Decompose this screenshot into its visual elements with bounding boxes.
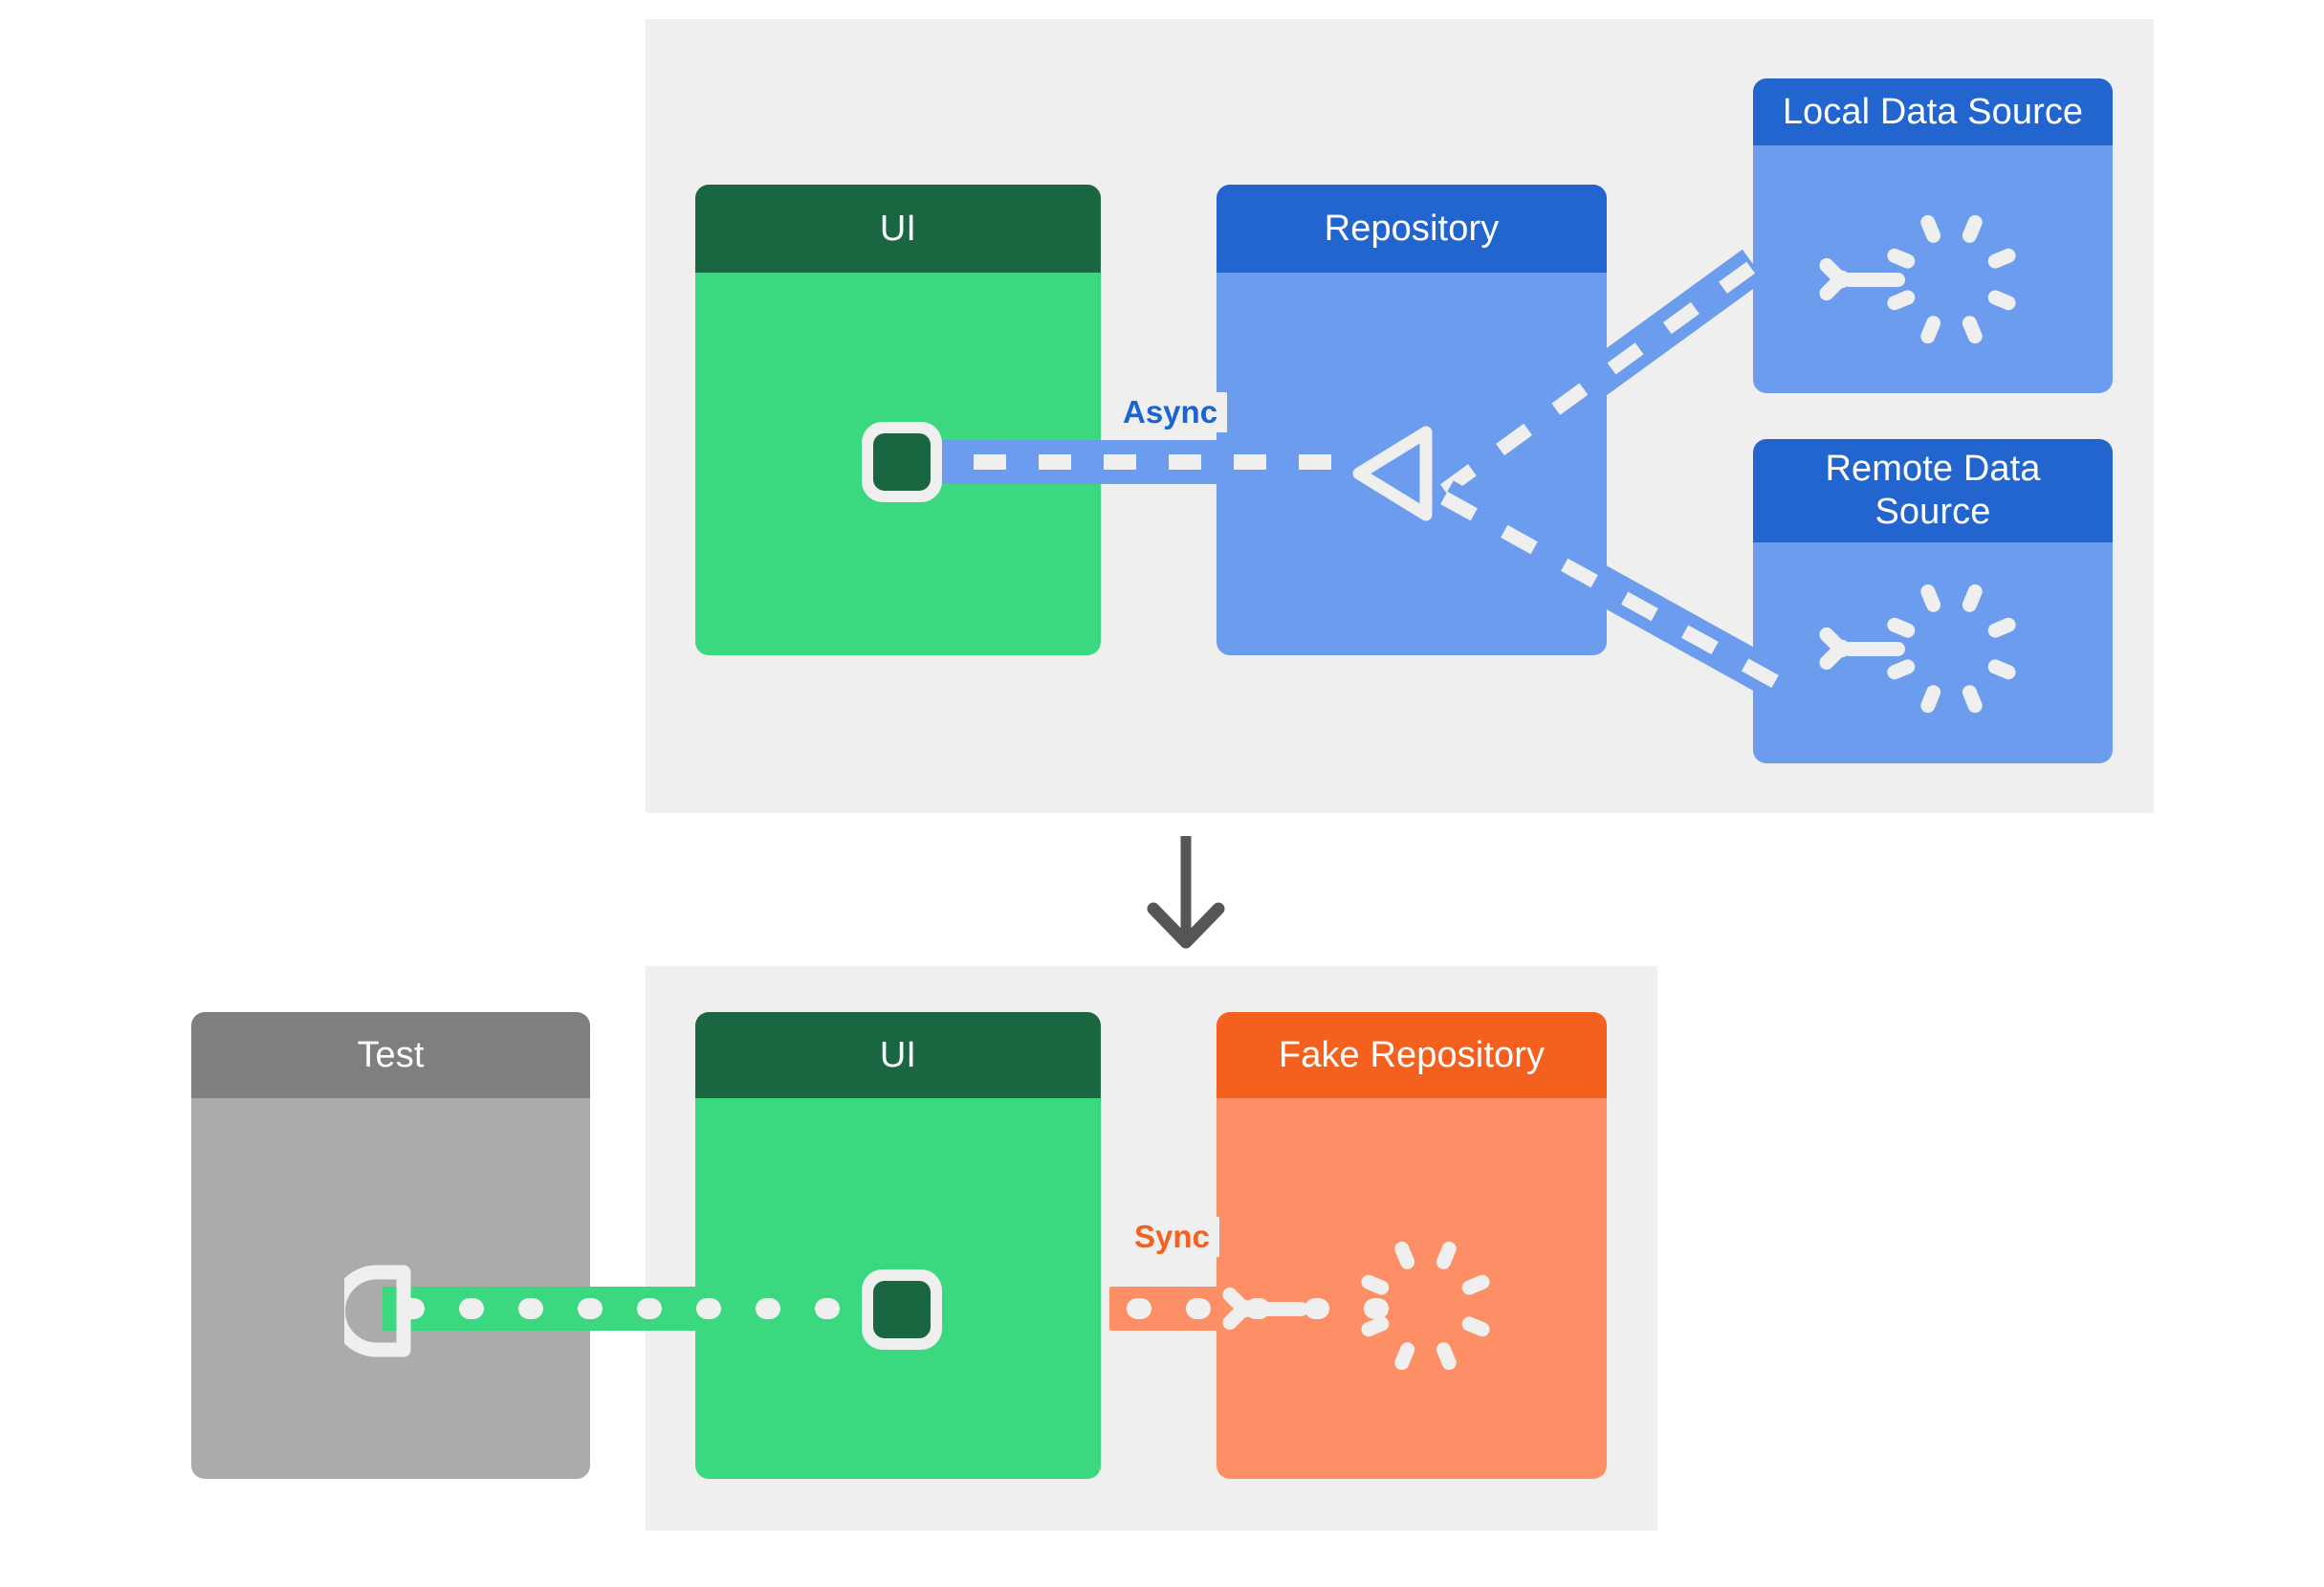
test-card-title: Test bbox=[191, 1012, 590, 1098]
local-data-source-title: Local Data Source bbox=[1753, 78, 2113, 145]
test-to-ui-connector-band bbox=[383, 1287, 918, 1331]
ui-card-test-title: UI bbox=[695, 1012, 1101, 1098]
rounded-square-icon bbox=[862, 422, 942, 502]
d-shape-icon bbox=[344, 1265, 411, 1357]
triangle-left-icon bbox=[1352, 426, 1433, 521]
remote-data-source-card[interactable]: Remote Data Source bbox=[1753, 439, 2113, 763]
sync-label: Sync bbox=[1125, 1217, 1219, 1257]
connector-dashes bbox=[909, 454, 1358, 470]
ui-card-production-title: UI bbox=[695, 185, 1101, 273]
remote-data-source-title: Remote Data Source bbox=[1753, 439, 2113, 542]
fake-repository-title: Fake Repository bbox=[1217, 1012, 1607, 1098]
local-data-source-body bbox=[1753, 145, 2113, 393]
remote-data-source-title-line1: Remote Data bbox=[1825, 449, 2041, 490]
async-connector-band bbox=[909, 440, 1358, 484]
ui-card-production[interactable]: UI bbox=[695, 185, 1101, 655]
test-card[interactable]: Test bbox=[191, 1012, 590, 1479]
arrow-down-icon bbox=[1147, 836, 1225, 949]
connector-dots bbox=[383, 1298, 918, 1319]
ui-card-test[interactable]: UI bbox=[695, 1012, 1101, 1479]
async-label: Async bbox=[1113, 392, 1228, 432]
rounded-square-icon bbox=[862, 1269, 942, 1350]
local-data-source-card[interactable]: Local Data Source bbox=[1753, 78, 2113, 393]
remote-data-source-title-line2: Source bbox=[1875, 492, 1991, 532]
repository-card-title: Repository bbox=[1217, 185, 1607, 273]
remote-data-source-body bbox=[1753, 542, 2113, 763]
fake-repository-card[interactable]: Fake Repository bbox=[1217, 1012, 1607, 1479]
